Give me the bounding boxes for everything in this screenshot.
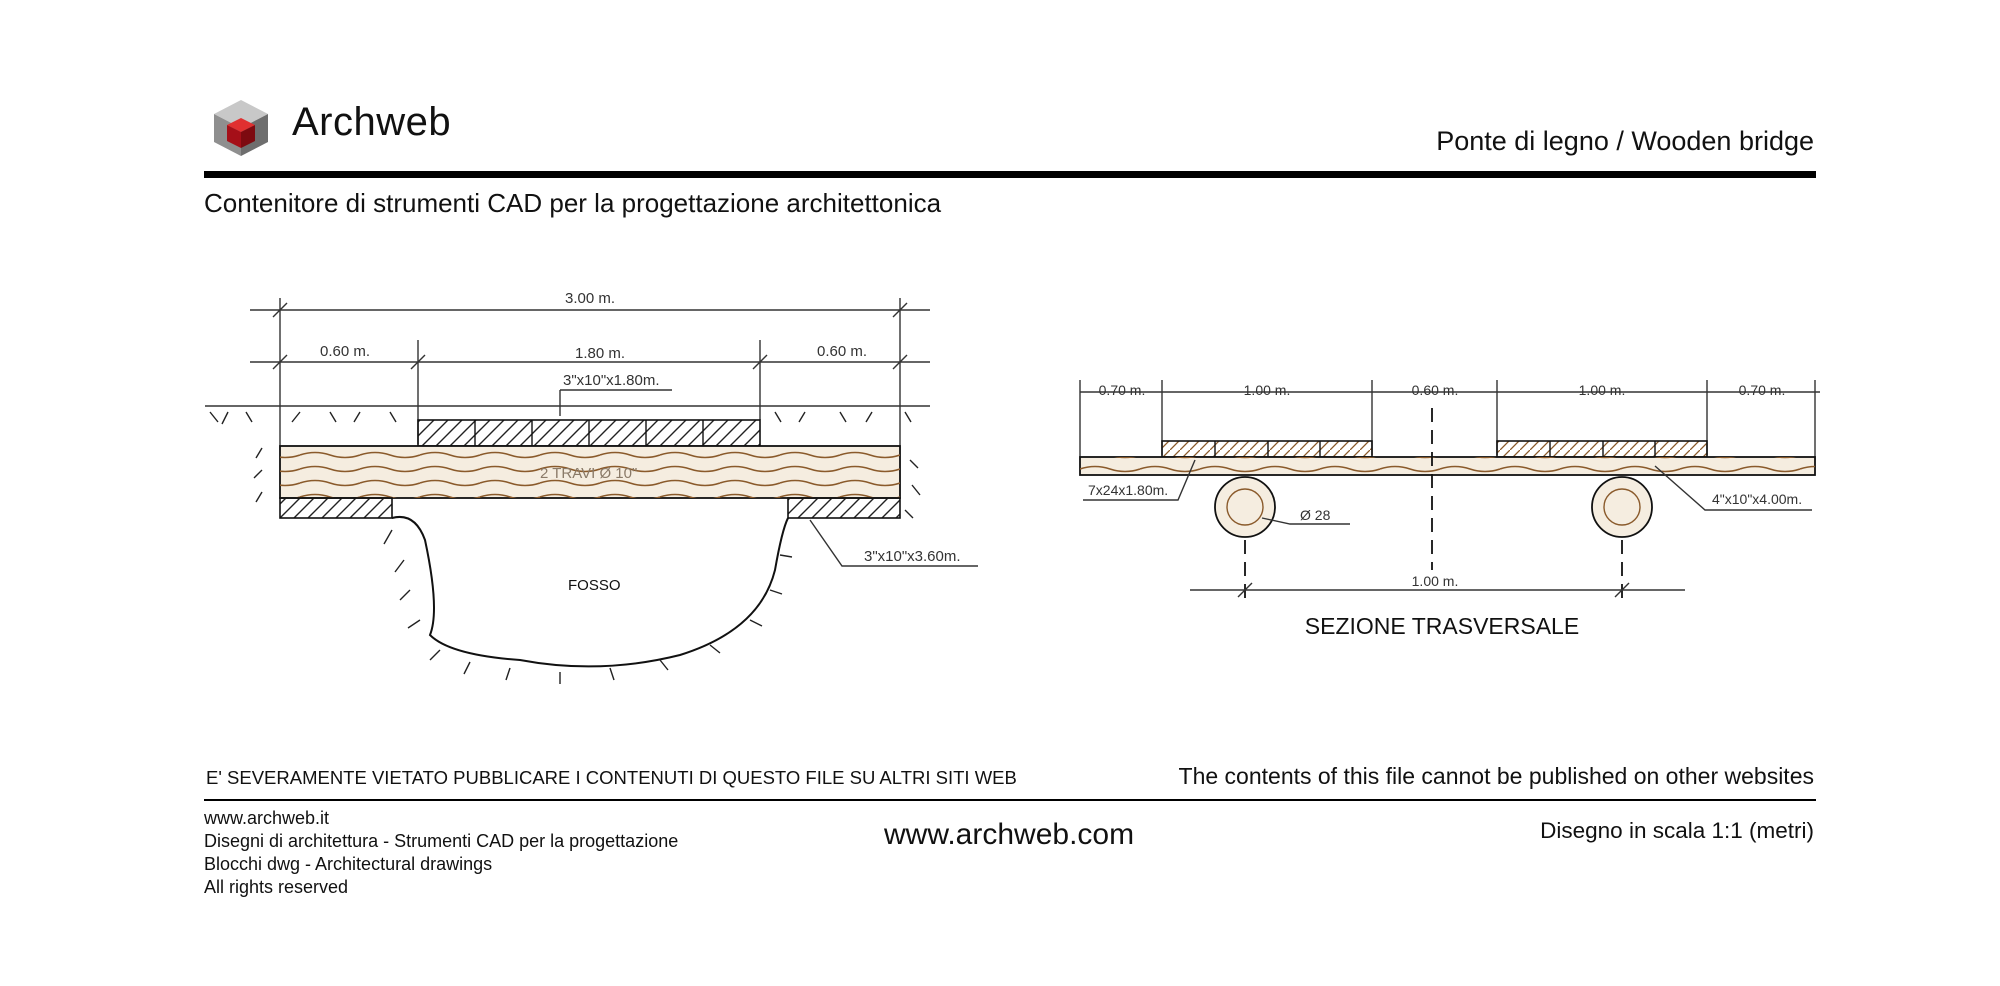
support-right: [787, 497, 901, 519]
footer-rule: [204, 799, 1816, 801]
cross-plank-left-label: 7x24x1.80m.: [1088, 482, 1168, 498]
ditch-label: FOSSO: [568, 577, 621, 594]
cross-plank-right-label: 4"x10"x4.00m.: [1712, 491, 1802, 507]
ditch-outline: [391, 516, 789, 668]
header-rule: [204, 171, 1816, 178]
cross-dim-bottom: 1.00 m.: [1412, 573, 1459, 589]
cross-labels: 0.70 m. 1.00 m. 0.60 m. 1.00 m. 0.70 m. …: [1088, 382, 1802, 639]
log-left: [1214, 476, 1276, 538]
credit-line-4: All rights reserved: [204, 877, 349, 897]
cross-planks-left: [1161, 440, 1373, 458]
cross-section-title: SEZIONE TRASVERSALE: [1305, 613, 1579, 639]
dim-right: 0.60 m.: [817, 343, 867, 360]
credit-line-1: www.archweb.it: [204, 808, 330, 828]
brand-name: Archweb: [292, 100, 452, 144]
scale-note: Disegno in scala 1:1 (metri): [1540, 818, 1814, 843]
cross-planks-right: [1496, 440, 1708, 458]
website-link[interactable]: www.archweb.com: [884, 818, 1135, 851]
diameter-label: Ø 28: [1300, 507, 1331, 523]
archweb-logo-icon: [214, 100, 268, 156]
dim-center: 1.80 m.: [575, 345, 625, 362]
log-right: [1591, 476, 1653, 538]
drawing-title: Ponte di legno / Wooden bridge: [1436, 126, 1814, 156]
cross-dim-5: 0.70 m.: [1739, 382, 1786, 398]
beams-label: 2 TRAVI Ø 10": [540, 465, 637, 482]
cross-dim-4: 1.00 m.: [1579, 382, 1626, 398]
cross-dim-1: 0.70 m.: [1099, 382, 1146, 398]
cross-dim-3: 0.60 m.: [1412, 382, 1459, 398]
credit-line-3: Blocchi dwg - Architectural drawings: [204, 854, 493, 874]
dim-left: 0.60 m.: [320, 343, 370, 360]
support-left: [279, 497, 393, 519]
dimension-lines: [250, 298, 930, 450]
credit-line-2: Disegni di architettura - Strumenti CAD …: [204, 831, 679, 851]
support-label: 3"x10"x3.60m.: [864, 548, 961, 565]
cross-section: [1079, 380, 1820, 600]
longitudinal-labels: 3.00 m. 0.60 m. 1.80 m. 0.60 m. 3"x10"x1…: [320, 290, 961, 594]
subtitle: Contenitore di strumenti CAD per la prog…: [204, 188, 942, 218]
longitudinal-section: [205, 298, 978, 684]
dim-total: 3.00 m.: [565, 290, 615, 307]
warning-italian: E' SEVERAMENTE VIETATO PUBBLICARE I CONT…: [206, 767, 1017, 788]
cross-dim-2: 1.00 m.: [1244, 382, 1291, 398]
plank-label: 3"x10"x1.80m.: [563, 372, 660, 389]
warning-english: The contents of this file cannot be publ…: [1178, 763, 1814, 789]
